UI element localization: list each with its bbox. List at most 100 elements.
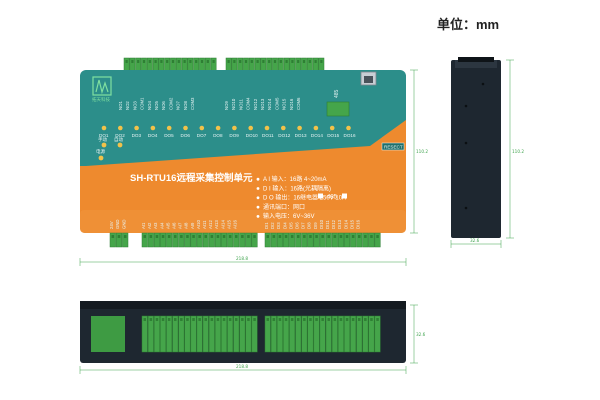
terminal-screw[interactable]: [260, 57, 267, 72]
terminal-screw[interactable]: [374, 232, 381, 248]
terminal-screw[interactable]: [356, 232, 363, 248]
terminal-screw[interactable]: [325, 232, 332, 248]
terminal-screw[interactable]: [190, 232, 197, 248]
terminal-screw[interactable]: [272, 57, 278, 72]
terminal-screw[interactable]: [184, 232, 191, 248]
terminal-screw[interactable]: [227, 315, 234, 353]
terminal-screw[interactable]: [199, 57, 205, 72]
terminal-screw[interactable]: [225, 57, 232, 72]
terminal-screw[interactable]: [175, 57, 182, 72]
terminal-screw[interactable]: [158, 57, 165, 72]
terminal-screw[interactable]: [350, 315, 357, 353]
terminal-screw[interactable]: [344, 315, 351, 353]
terminal-screw[interactable]: [147, 232, 154, 248]
terminal-screw[interactable]: [264, 315, 271, 353]
terminal-screw[interactable]: [312, 57, 319, 72]
terminal-screw[interactable]: [166, 232, 173, 248]
terminal-screw[interactable]: [166, 315, 173, 353]
terminal-screw[interactable]: [146, 57, 153, 72]
terminal-screw[interactable]: [141, 57, 147, 72]
terminal-screw[interactable]: [331, 315, 338, 353]
terminal-screw[interactable]: [123, 57, 130, 72]
terminal-screw[interactable]: [160, 315, 167, 353]
terminal-screw[interactable]: [204, 57, 211, 72]
terminal-screw[interactable]: [187, 57, 194, 72]
terminal-screw[interactable]: [301, 315, 308, 353]
terminal-screw[interactable]: [227, 232, 234, 248]
terminal-screw[interactable]: [289, 57, 296, 72]
terminal-screw[interactable]: [251, 315, 258, 353]
terminal-screw[interactable]: [184, 315, 191, 353]
terminal-screw[interactable]: [313, 232, 320, 248]
terminal-screw[interactable]: [245, 315, 252, 353]
terminal-screw[interactable]: [266, 57, 273, 72]
terminal-screw[interactable]: [178, 315, 185, 353]
terminal-screw[interactable]: [193, 57, 200, 72]
terminal-screw[interactable]: [331, 232, 338, 248]
terminal-screw[interactable]: [337, 315, 344, 353]
terminal-screw[interactable]: [318, 57, 325, 72]
terminal-screw[interactable]: [313, 315, 320, 353]
terminal-screw[interactable]: [239, 315, 246, 353]
terminal-screw[interactable]: [153, 315, 160, 353]
terminal-screw[interactable]: [319, 232, 326, 248]
terminal-screw[interactable]: [170, 57, 176, 72]
terminal-screw[interactable]: [356, 315, 363, 353]
terminal-screw[interactable]: [214, 232, 221, 248]
terminal-screw[interactable]: [233, 232, 240, 248]
terminal-screw[interactable]: [283, 57, 290, 72]
terminal-screw[interactable]: [164, 57, 171, 72]
terminal-screw[interactable]: [243, 57, 249, 72]
terminal-screw[interactable]: [202, 232, 209, 248]
terminal-screw[interactable]: [277, 57, 284, 72]
terminal-screw[interactable]: [208, 232, 215, 248]
terminal-screw[interactable]: [248, 57, 255, 72]
terminal-screw[interactable]: [129, 57, 136, 72]
terminal-screw[interactable]: [122, 232, 129, 248]
terminal-screw[interactable]: [160, 232, 167, 248]
terminal-screw[interactable]: [270, 315, 277, 353]
terminal-screw[interactable]: [307, 315, 314, 353]
terminal-screw[interactable]: [178, 232, 185, 248]
terminal-screw[interactable]: [319, 315, 326, 353]
terminal-screw[interactable]: [295, 315, 302, 353]
terminal-screw[interactable]: [344, 232, 351, 248]
terminal-screw[interactable]: [350, 232, 357, 248]
terminal-screw[interactable]: [368, 315, 375, 353]
terminal-screw[interactable]: [135, 57, 142, 72]
terminal-screw[interactable]: [181, 57, 188, 72]
terminal-screw[interactable]: [109, 232, 116, 248]
terminal-screw[interactable]: [362, 315, 369, 353]
terminal-screw[interactable]: [289, 232, 296, 248]
terminal-screw[interactable]: [295, 232, 302, 248]
terminal-screw[interactable]: [270, 232, 277, 248]
terminal-screw[interactable]: [295, 57, 302, 72]
terminal-screw[interactable]: [325, 315, 332, 353]
terminal-screw[interactable]: [172, 232, 179, 248]
terminal-screw[interactable]: [301, 232, 308, 248]
terminal-screw[interactable]: [115, 232, 123, 248]
terminal-screw[interactable]: [141, 232, 148, 248]
reset-button[interactable]: RESECT: [381, 142, 405, 151]
terminal-screw[interactable]: [374, 315, 381, 353]
terminal-screw[interactable]: [231, 57, 238, 72]
terminal-screw[interactable]: [221, 315, 228, 353]
terminal-screw[interactable]: [306, 57, 313, 72]
terminal-screw[interactable]: [233, 315, 240, 353]
terminal-screw[interactable]: [190, 315, 197, 353]
terminal-screw[interactable]: [283, 315, 290, 353]
terminal-screw[interactable]: [153, 232, 160, 248]
terminal-screw[interactable]: [221, 232, 228, 248]
terminal-screw[interactable]: [276, 232, 283, 248]
terminal-screw[interactable]: [337, 232, 344, 248]
terminal-screw[interactable]: [196, 232, 203, 248]
terminal-screw[interactable]: [254, 57, 261, 72]
terminal-screw[interactable]: [210, 57, 217, 72]
terminal-screw[interactable]: [362, 232, 369, 248]
terminal-screw[interactable]: [152, 57, 159, 72]
terminal-screw[interactable]: [283, 232, 290, 248]
terminal-screw[interactable]: [307, 232, 314, 248]
terminal-screw[interactable]: [172, 315, 179, 353]
terminal-screw[interactable]: [251, 232, 258, 248]
terminal-screw[interactable]: [276, 315, 283, 353]
